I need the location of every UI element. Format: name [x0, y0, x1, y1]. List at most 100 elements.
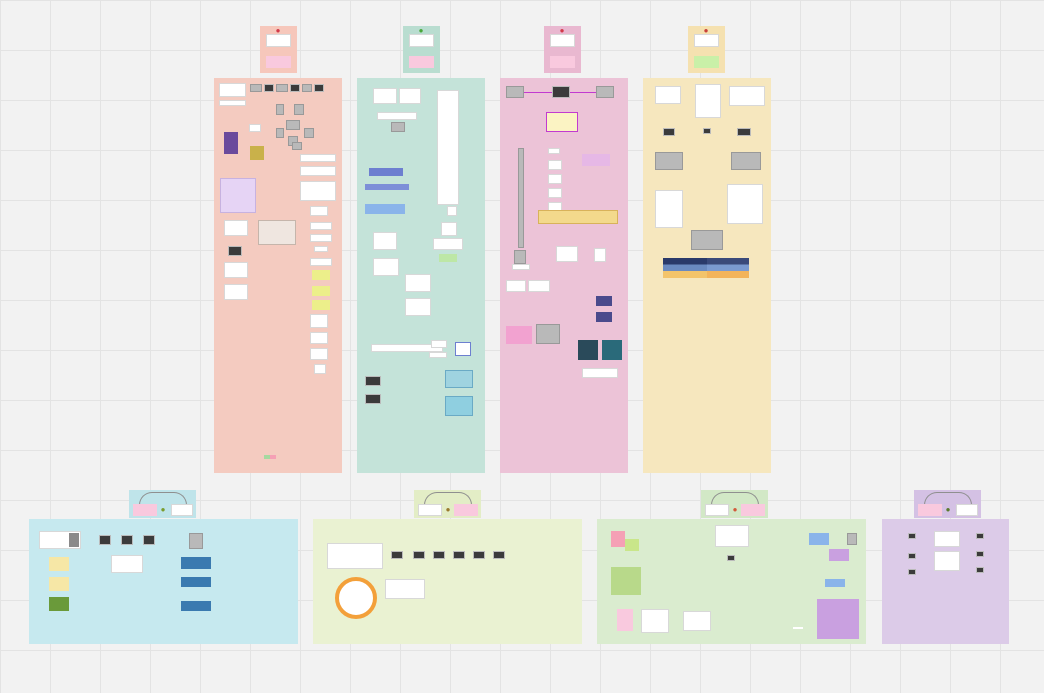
green-card[interactable]	[439, 254, 457, 262]
sticky-note[interactable]	[625, 539, 639, 551]
header-note[interactable]	[956, 504, 978, 516]
text-card[interactable]	[433, 238, 463, 250]
column-1-frame[interactable]	[214, 78, 342, 473]
table-grid[interactable]	[220, 178, 256, 213]
text-card[interactable]	[548, 188, 562, 198]
image-thumbnail[interactable]	[302, 84, 312, 92]
image-thumbnail[interactable]	[264, 84, 274, 92]
section-1-frame[interactable]	[29, 519, 298, 644]
text-card[interactable]	[727, 184, 763, 224]
blue-list[interactable]	[181, 577, 211, 587]
blue-card[interactable]	[825, 579, 845, 587]
text-card[interactable]	[373, 258, 399, 276]
sketch-card[interactable]	[683, 611, 711, 631]
yellow-note[interactable]	[49, 557, 69, 571]
header-sticky-note[interactable]	[409, 56, 434, 68]
image-thumbnail[interactable]	[731, 152, 761, 170]
blue-card[interactable]	[809, 533, 829, 545]
image-thumbnail[interactable]	[276, 128, 284, 138]
image-thumbnail[interactable]	[391, 551, 403, 559]
sketch-card[interactable]	[715, 525, 749, 547]
text-card[interactable]	[594, 248, 606, 262]
text-card[interactable]	[249, 124, 261, 132]
image-thumbnail[interactable]	[413, 551, 425, 559]
image-thumbnail[interactable]	[473, 551, 485, 559]
column-2-frame[interactable]	[357, 78, 485, 473]
image-thumbnail[interactable]	[276, 84, 288, 92]
header-note[interactable]	[266, 34, 291, 47]
green-image[interactable]	[49, 597, 69, 611]
header-sticky-note[interactable]	[266, 56, 291, 68]
image-thumbnail[interactable]	[290, 84, 300, 92]
image-thumbnail[interactable]	[391, 122, 405, 132]
header-note[interactable]	[409, 34, 434, 47]
photo-collage[interactable]	[258, 220, 296, 245]
column-2-header[interactable]: ●	[403, 26, 440, 73]
text-card[interactable]	[528, 280, 550, 292]
color-bar[interactable]	[365, 184, 409, 190]
document-card[interactable]	[934, 531, 960, 547]
text-card[interactable]	[300, 154, 336, 162]
image-thumbnail[interactable]	[737, 128, 751, 136]
document-card[interactable]	[934, 551, 960, 571]
image-thumbnail[interactable]	[514, 250, 526, 264]
sticky-note[interactable]	[270, 455, 276, 459]
yellow-note[interactable]	[312, 286, 330, 296]
photo-row[interactable]	[596, 312, 612, 322]
image-thumbnail[interactable]	[365, 394, 381, 404]
image-thumbnail[interactable]	[506, 86, 524, 98]
section-3-header[interactable]: ●	[701, 490, 768, 518]
pink-note[interactable]	[617, 609, 633, 631]
blue-card[interactable]	[455, 342, 471, 356]
purple-image[interactable]	[224, 132, 238, 154]
image-thumbnail[interactable]	[703, 128, 711, 134]
image-thumbnail[interactable]	[727, 555, 735, 561]
text-card[interactable]	[310, 206, 328, 216]
image-thumbnail[interactable]	[691, 230, 723, 250]
image-thumbnail[interactable]	[314, 84, 324, 92]
image-thumbnail[interactable]	[908, 553, 916, 559]
diagram-card[interactable]	[327, 543, 383, 569]
text-card[interactable]	[314, 364, 326, 374]
image-thumbnail[interactable]	[976, 551, 984, 557]
text-card[interactable]	[506, 280, 526, 292]
column-4-header[interactable]: ●	[688, 26, 725, 73]
section-2-frame[interactable]	[313, 519, 582, 644]
text-card[interactable]	[300, 181, 336, 201]
image-thumbnail[interactable]	[276, 104, 284, 115]
diagram-card[interactable]	[655, 86, 681, 104]
image-thumbnail[interactable]	[908, 533, 916, 539]
section-2-header[interactable]: ●	[414, 490, 481, 518]
purple-card[interactable]	[829, 549, 849, 561]
color-bar[interactable]	[365, 204, 405, 214]
sticky-note[interactable]	[611, 531, 625, 547]
flow-diagram[interactable]	[371, 344, 443, 352]
image-thumbnail[interactable]	[286, 120, 300, 130]
column-1-header[interactable]: ●	[260, 26, 297, 73]
selected-note[interactable]	[546, 112, 578, 132]
color-bar[interactable]	[369, 168, 403, 176]
column-3-header[interactable]: ●	[544, 26, 581, 73]
text-card[interactable]	[405, 274, 431, 292]
image-thumbnail[interactable]	[536, 324, 560, 344]
sticky-notes[interactable]	[582, 154, 610, 166]
yellow-note[interactable]	[49, 577, 69, 591]
color-palette[interactable]	[707, 258, 749, 278]
text-card[interactable]	[447, 206, 457, 216]
map-image[interactable]	[611, 567, 641, 595]
text-card[interactable]	[219, 83, 246, 97]
yellow-note[interactable]	[312, 300, 330, 310]
text-card[interactable]	[377, 112, 417, 120]
yellow-tables[interactable]	[538, 210, 618, 224]
image-thumbnail[interactable]	[365, 376, 381, 386]
pink-sticky-notes[interactable]	[506, 326, 532, 344]
text-card[interactable]	[310, 234, 332, 242]
image-thumbnail[interactable]	[908, 569, 916, 575]
text-card[interactable]	[431, 340, 447, 348]
section-3-frame[interactable]	[597, 519, 866, 644]
image-thumbnail[interactable]	[304, 128, 314, 138]
image-thumbnail[interactable]	[552, 86, 570, 98]
image-thumbnail[interactable]	[294, 104, 304, 115]
image-card[interactable]	[399, 88, 421, 104]
image-thumbnail[interactable]	[453, 551, 465, 559]
